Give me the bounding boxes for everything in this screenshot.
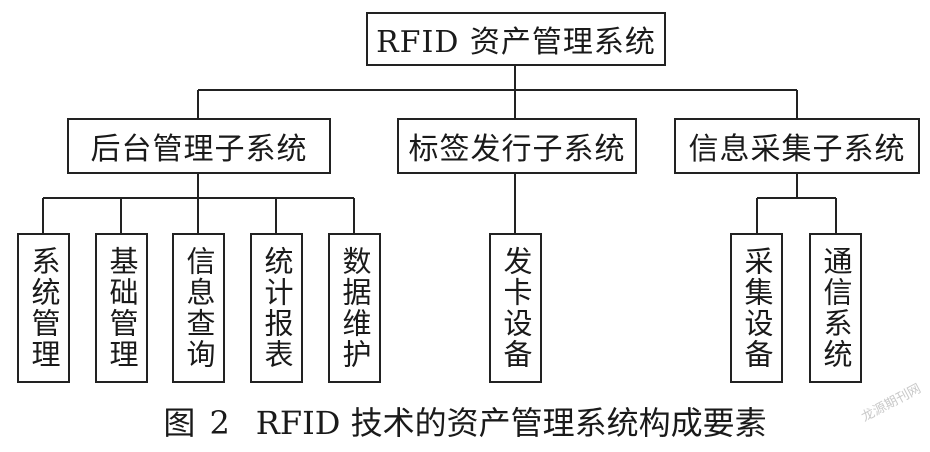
leaf-statistics-report: 统计报表 xyxy=(250,233,303,383)
leaf-label: 统计报表 xyxy=(260,246,294,370)
leaf-info-query: 信息查询 xyxy=(172,233,225,383)
leaf-communication-system: 通信系统 xyxy=(809,233,862,383)
leaf-basic-management: 基础管理 xyxy=(95,233,148,383)
leaf-label: 数据维护 xyxy=(338,246,372,370)
leaf-label: 通信系统 xyxy=(819,246,853,370)
subsystem-collection-node: 信息采集子系统 xyxy=(674,118,920,174)
leaf-label: 系统管理 xyxy=(27,246,61,370)
leaf-label: 采集设备 xyxy=(740,246,774,370)
subsystem-backend-node: 后台管理子系统 xyxy=(67,118,331,174)
root-node: RFID 资产管理系统 xyxy=(366,12,666,66)
leaf-system-management: 系统管理 xyxy=(17,233,70,383)
caption-text: RFID 技术的资产管理系统构成要素 xyxy=(255,404,767,442)
leaf-label: 信息查询 xyxy=(182,246,216,370)
caption-prefix: 图 xyxy=(163,404,196,442)
subsystem-tag-issuing-node: 标签发行子系统 xyxy=(397,118,637,174)
leaf-card-issuing-device: 发卡设备 xyxy=(489,233,542,383)
subsystem-label: 后台管理子系统 xyxy=(90,132,308,167)
root-label: RFID 资产管理系统 xyxy=(376,25,656,60)
subsystem-label: 标签发行子系统 xyxy=(408,132,626,167)
leaf-data-maintenance: 数据维护 xyxy=(328,233,381,383)
leaf-label: 发卡设备 xyxy=(499,246,533,370)
leaf-label: 基础管理 xyxy=(105,246,139,370)
subsystem-label: 信息采集子系统 xyxy=(688,132,906,167)
leaf-collection-device: 采集设备 xyxy=(730,233,783,383)
caption-number: 2 xyxy=(209,404,230,442)
